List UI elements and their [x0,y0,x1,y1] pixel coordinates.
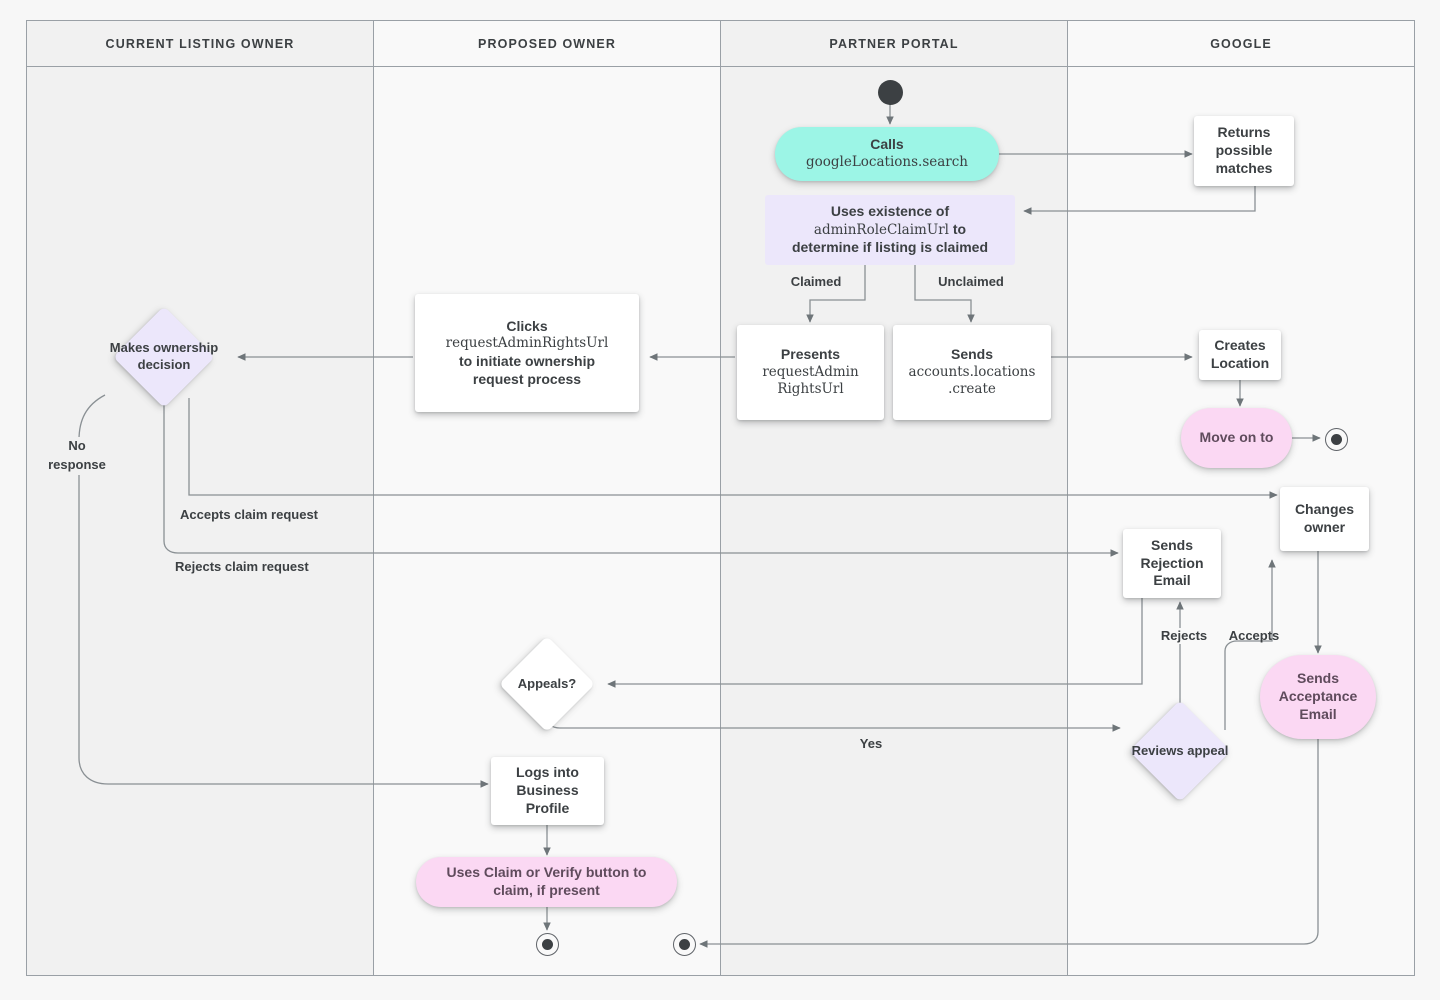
start-terminator-partner-portal [878,80,903,105]
node-line-1: Presents [780,346,841,363]
frame-border-bottom [26,975,1415,976]
edge-label-claimed: Claimed [778,274,854,291]
node-line-2-code: adminRoleClaimUrl [813,221,949,238]
node-line-2-suffix: to [948,220,967,237]
node-line-1: Uses existence of [830,202,950,219]
node-makes-ownership-decision[interactable]: Makes ownership decision [110,306,218,408]
node-line-4: request process [472,370,582,387]
node-line-3: Email [1299,705,1337,722]
node-line-2: owner [1303,519,1346,535]
lane-header-label: PROPOSED OWNER [478,36,616,51]
node-line-2: googleLocations.search [805,154,968,171]
lane-header-label: CURRENT LISTING OWNER [105,36,295,51]
node-line-1: Returns [1217,124,1271,141]
node-line-2: possible [1215,142,1273,159]
node-line-3: Profile [525,799,570,816]
node-line-2: Location [1210,355,1270,371]
node-line-1: Move on to [1199,429,1274,446]
node-line-1: Uses Claim or Verify button to [446,864,647,881]
node-line-3: decision [137,357,191,372]
edge-label-accepts-claim-request: Accepts claim request [180,507,352,524]
lane-header-current-listing-owner: CURRENT LISTING OWNER [26,20,374,67]
end-terminator-google [1325,428,1348,451]
node-line-2: ownership [153,340,219,356]
frame-border-top [26,20,1415,21]
node-sends-rejection-email[interactable]: Sends Rejection Email [1123,529,1221,598]
node-changes-owner[interactable]: Changes owner [1280,487,1369,551]
edge-label-rejects-claim-request: Rejects claim request [175,559,347,576]
node-line-1: Makes [109,340,150,356]
node-logs-into-business-profile[interactable]: Logs into Business Profile [491,757,604,825]
lane-header-proposed-owner: PROPOSED OWNER [373,20,721,67]
lane-header-label: GOOGLE [1210,36,1272,51]
node-clicks-requestadminrightsurl[interactable]: Clicks requestAdminRightsUrl to initiate… [415,294,639,412]
node-line-1: Appeals? [517,675,577,691]
node-line-1: Sends [1150,536,1193,553]
node-line-3: Email [1153,572,1191,589]
node-appeals[interactable]: Appeals? [498,635,596,733]
edge-label-accepts: Accepts [1228,628,1280,643]
node-presents-requestadminrightsurl[interactable]: Presents requestAdmin RightsUrl [737,325,884,420]
edge-label-yes: Yes [856,736,886,753]
node-line-3: matches [1215,159,1273,176]
node-creates-location[interactable]: Creates Location [1199,330,1281,380]
end-terminator-partner-portal [673,933,696,956]
node-line-1: Reviews [1131,742,1184,758]
frame-border-left [26,20,27,976]
node-sends-acceptance-email[interactable]: Sends Acceptance Email [1260,655,1376,739]
node-line-1: Sends [950,346,993,363]
end-terminator-proposed-owner [536,933,559,956]
node-line-2: claim, if present [493,882,600,898]
node-line-1: Clicks [506,317,548,334]
node-reviews-appeal[interactable]: Reviews appeal [1129,700,1231,802]
node-line-1: Sends [1296,670,1339,687]
node-uses-claim-or-verify-button[interactable]: Uses Claim or Verify button to claim, if… [416,857,677,907]
node-line-2: accounts.locations [908,364,1036,381]
edge-label-rejects: Rejects [1153,628,1215,645]
node-returns-possible-matches[interactable]: Returns possible matches [1194,116,1294,186]
node-line-2: Rejection [1140,554,1204,571]
node-line-1: Changes [1294,501,1355,518]
node-line-1: Creates [1214,337,1266,354]
node-line-3: to initiate ownership [458,352,596,369]
node-line-2: requestAdmin [762,364,859,381]
lane-body-proposed-owner [373,67,721,976]
node-line-2: requestAdminRightsUrl [445,335,609,352]
node-line-2: appeal [1187,742,1229,758]
node-line-2: Business [516,782,579,799]
lane-header-google: GOOGLE [1067,20,1415,67]
edge-label-unclaimed: Unclaimed [922,274,1020,291]
frame-border-right [1414,20,1415,976]
node-line-3: determine if listing is claimed [791,239,989,256]
node-uses-existence-of-adminroleclaimurl[interactable]: Uses existence of adminRoleClaimUrl to d… [765,195,1015,265]
edge-label-no-response: No response [34,437,120,475]
node-line-2: Acceptance [1278,688,1358,705]
node-line-1: Calls [870,136,904,153]
node-line-3: RightsUrl [777,381,844,398]
lane-header-label: PARTNER PORTAL [829,36,959,51]
lane-header-partner-portal: PARTNER PORTAL [720,20,1068,67]
node-sends-accounts-locations-create[interactable]: Sends accounts.locations .create [893,325,1051,420]
node-calls-google-locations-search[interactable]: Calls googleLocations.search [775,127,999,181]
node-line-3: .create [948,381,996,398]
node-move-on-to[interactable]: Move on to [1181,408,1292,468]
node-line-1: Logs into [516,764,579,781]
